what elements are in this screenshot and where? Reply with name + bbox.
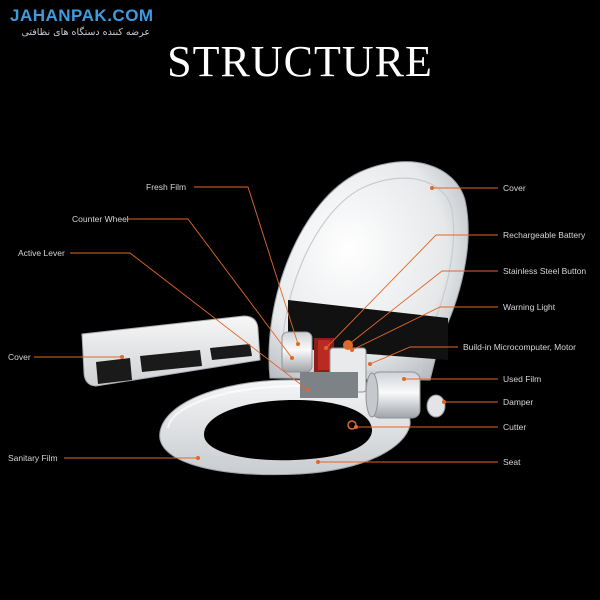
brand-tagline: عرضه کننده دستگاه های نظافتی (21, 27, 150, 38)
label-counter-wheel: Counter Wheel (72, 214, 129, 224)
mechanism-housing (281, 331, 446, 430)
label-active-lever: Active Lever (18, 248, 65, 258)
detached-cover (81, 315, 261, 387)
dot-rechargeable-battery (324, 346, 328, 350)
label-damper: Damper (503, 397, 534, 407)
dot-fresh-film (296, 342, 300, 346)
label-stainless-steel-button: Stainless Steel Button (503, 266, 587, 276)
label-rechargeable-battery: Rechargeable Battery (503, 230, 586, 240)
dot-stainless-steel-button (346, 343, 350, 347)
dot-cutter (354, 425, 358, 429)
leader-rechargeable-battery (325, 234, 498, 349)
brand-logo: JAHANPAK.COM (10, 6, 154, 25)
dot-cover-left (120, 355, 124, 359)
diagram-title: STRUCTURE (167, 37, 433, 86)
label-microcomputer-motor: Build-in Microcomputer, Motor (463, 342, 576, 352)
dot-seat (316, 460, 320, 464)
dot-used-film (402, 377, 406, 381)
label-warning-light: Warning Light (503, 302, 556, 312)
dot-microcomputer-motor (368, 362, 372, 366)
label-cover-left: Cover (8, 352, 31, 362)
dot-damper (442, 400, 446, 404)
dot-cover-right (430, 186, 434, 190)
label-seat: Seat (503, 457, 521, 467)
seat (159, 379, 411, 476)
label-cutter: Cutter (503, 422, 527, 432)
leader-active-lever (70, 252, 309, 391)
label-sanitary-film: Sanitary Film (8, 453, 58, 463)
leader-fresh-film (194, 186, 299, 345)
leader-counter-wheel (128, 218, 293, 359)
label-cover-right: Cover (503, 183, 526, 193)
leader-microcomputer-motor (369, 346, 458, 365)
label-fresh-film: Fresh Film (146, 182, 187, 192)
leader-warning-light (351, 306, 498, 351)
leader-stainless-steel-button (347, 270, 498, 346)
dot-counter-wheel (290, 356, 294, 360)
dot-sanitary-film (196, 456, 200, 460)
dot-warning-light (350, 348, 354, 352)
label-used-film: Used Film (503, 374, 542, 384)
dot-active-lever (306, 388, 310, 392)
